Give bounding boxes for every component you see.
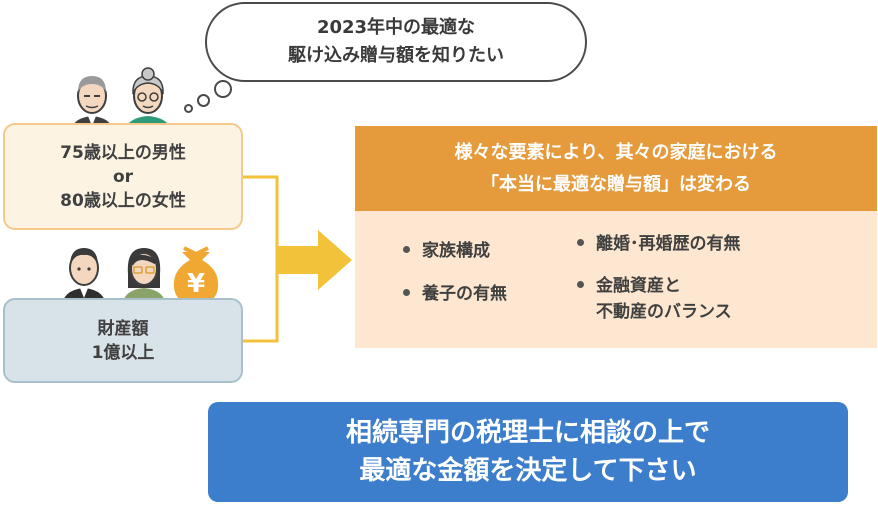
consult-banner-line2: 最適な金額を決定して下さい	[359, 456, 697, 486]
thought-dot-medium	[197, 94, 210, 107]
yen-symbol: ¥	[186, 269, 206, 299]
speech-bubble-line1: 2023年中の最適な	[316, 17, 476, 38]
age-condition-box: 75歳以上の男性 or 80歳以上の女性	[3, 123, 243, 230]
consult-banner: 相続専門の税理士に相談の上で 最適な金額を決定して下さい	[208, 402, 848, 502]
asset-condition-line2: 1億以上	[91, 342, 155, 363]
speech-bubble: 2023年中の最適な 駆け込み贈与額を知りたい	[205, 2, 587, 82]
factor-panel: 家族構成 養子の有無 離婚･再婚歴の有無 金融資産と 不動産のバランス	[355, 211, 877, 348]
bullet-icon	[403, 288, 410, 296]
factor-asset-balance: 金融資産と 不動産のバランス	[577, 273, 732, 325]
asset-condition-line1: 財産額	[97, 318, 149, 339]
thought-dot-large	[214, 80, 232, 98]
result-header-line2: 「本当に最適な贈与額」は変わる	[481, 173, 751, 195]
bullet-icon	[403, 245, 410, 253]
result-header-line1: 様々な要素により、其々の家庭における	[454, 141, 778, 163]
factor-divorce: 離婚･再婚歴の有無	[577, 231, 741, 257]
age-condition-line1: 75歳以上の男性	[60, 142, 186, 163]
consult-banner-line1: 相続専門の税理士に相談の上で	[345, 418, 710, 448]
factor-family: 家族構成	[403, 238, 490, 264]
bullet-icon	[577, 280, 584, 288]
factor-adoption: 養子の有無	[403, 281, 507, 307]
speech-bubble-line2: 駆け込み贈与額を知りたい	[288, 45, 504, 66]
result-header: 様々な要素により、其々の家庭における 「本当に最適な贈与額」は変わる	[355, 126, 877, 211]
age-condition-line3: 80歳以上の女性	[60, 190, 186, 211]
asset-condition-box: 財産額 1億以上	[3, 298, 243, 383]
thought-dot-small	[184, 104, 193, 113]
age-condition-or: or	[112, 166, 134, 187]
bullet-icon	[577, 238, 584, 246]
